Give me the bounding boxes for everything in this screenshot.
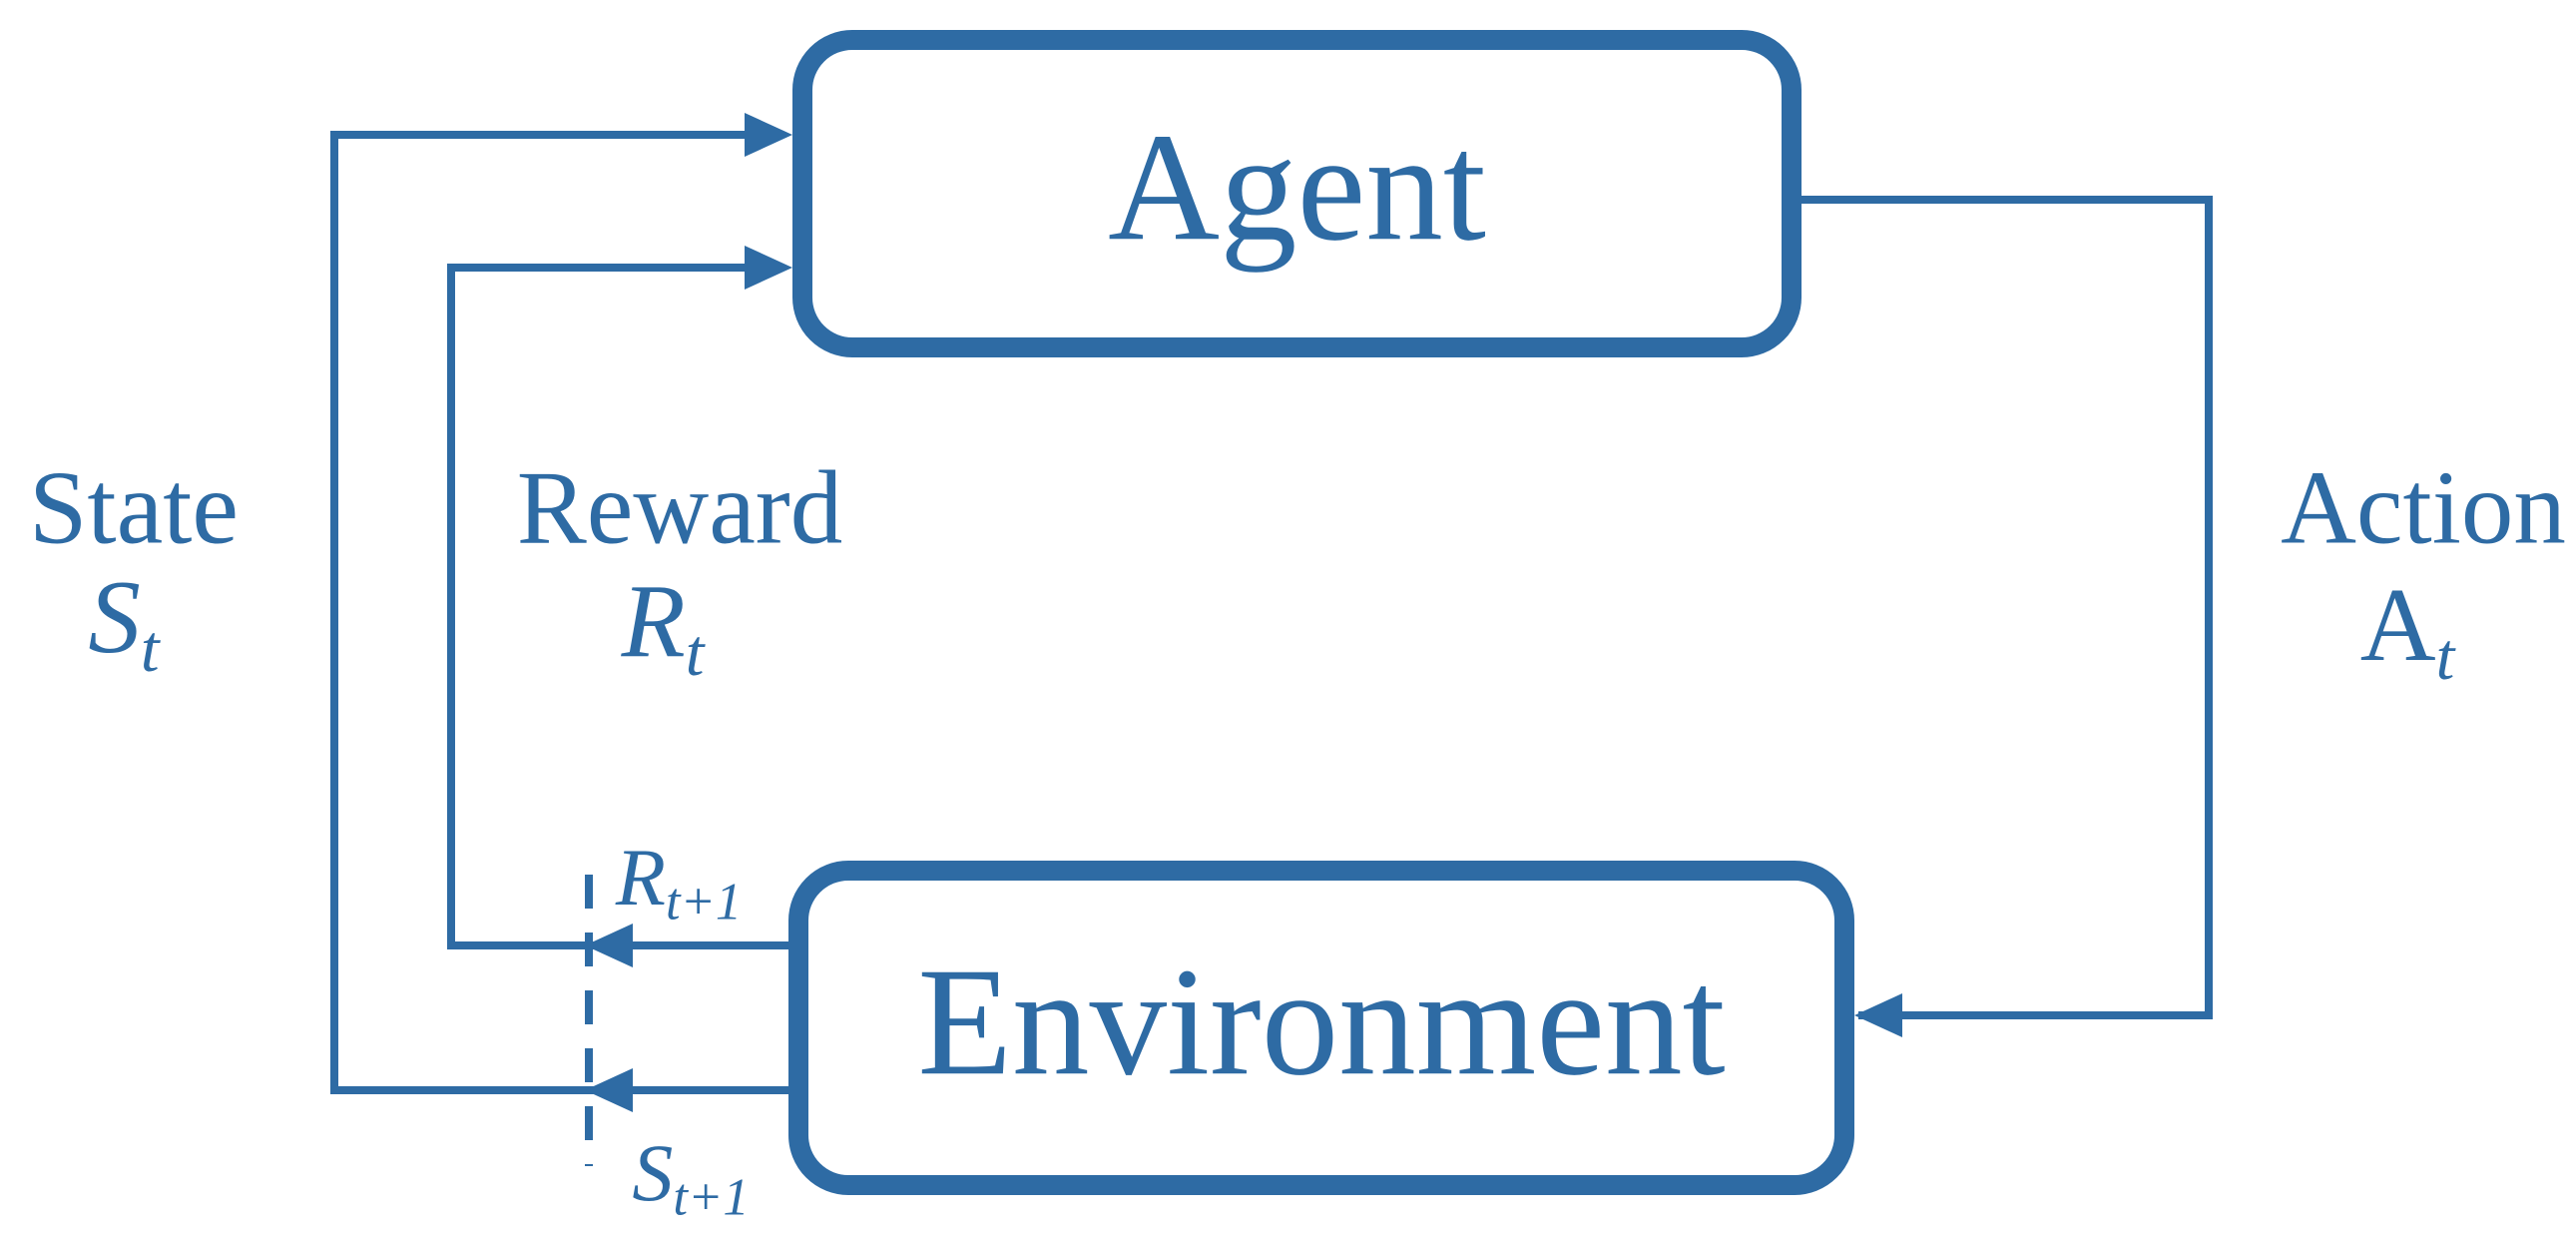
reward-symbol: Rt [622, 568, 705, 686]
state-symbol-subscript: t [140, 610, 160, 686]
state-next-symbol-subscript: t+1 [673, 1168, 750, 1227]
action-into-environment-arrowhead-icon [1854, 993, 1902, 1037]
action-line-top [1802, 196, 2213, 204]
action-symbol: At [2360, 572, 2455, 690]
state-symbol: St [88, 564, 159, 682]
state-symbol-base: S [88, 557, 141, 675]
state-line-bottom [330, 1086, 792, 1094]
state-line-vertical [330, 131, 338, 1094]
reward-next-arrowhead-icon [585, 924, 633, 967]
action-symbol-base: A [2359, 565, 2436, 683]
environment-label: Environment [917, 934, 1726, 1107]
reward-line-vertical [447, 264, 455, 949]
reward-label: Reward [516, 448, 843, 566]
reward-into-agent-arrowhead-icon [745, 246, 792, 290]
state-next-arrowhead-icon [585, 1068, 633, 1112]
action-label: Action [2281, 448, 2566, 566]
state-line-top [330, 131, 755, 139]
reward-next-symbol-base: R [615, 831, 666, 923]
action-symbol-subscript: t [2435, 618, 2455, 694]
reward-next-symbol-subscript: t+1 [665, 873, 743, 932]
reward-symbol-subscript: t [685, 614, 705, 690]
action-line-bottom [1858, 1011, 2213, 1019]
reward-next-symbol: Rt+1 [616, 836, 743, 932]
reward-symbol-base: R [621, 561, 686, 679]
reward-line-top [447, 264, 755, 272]
action-line-vertical [2205, 196, 2213, 1019]
agent-label: Agent [1108, 101, 1486, 274]
time-step-divider-dashed-line [585, 875, 593, 1166]
state-next-symbol-base: S [632, 1126, 674, 1218]
agent-box: Agent [792, 30, 1802, 357]
environment-box: Environment [788, 861, 1854, 1195]
state-into-agent-arrowhead-icon [745, 113, 792, 157]
state-next-symbol: St+1 [632, 1131, 750, 1227]
state-label: State [29, 448, 239, 566]
